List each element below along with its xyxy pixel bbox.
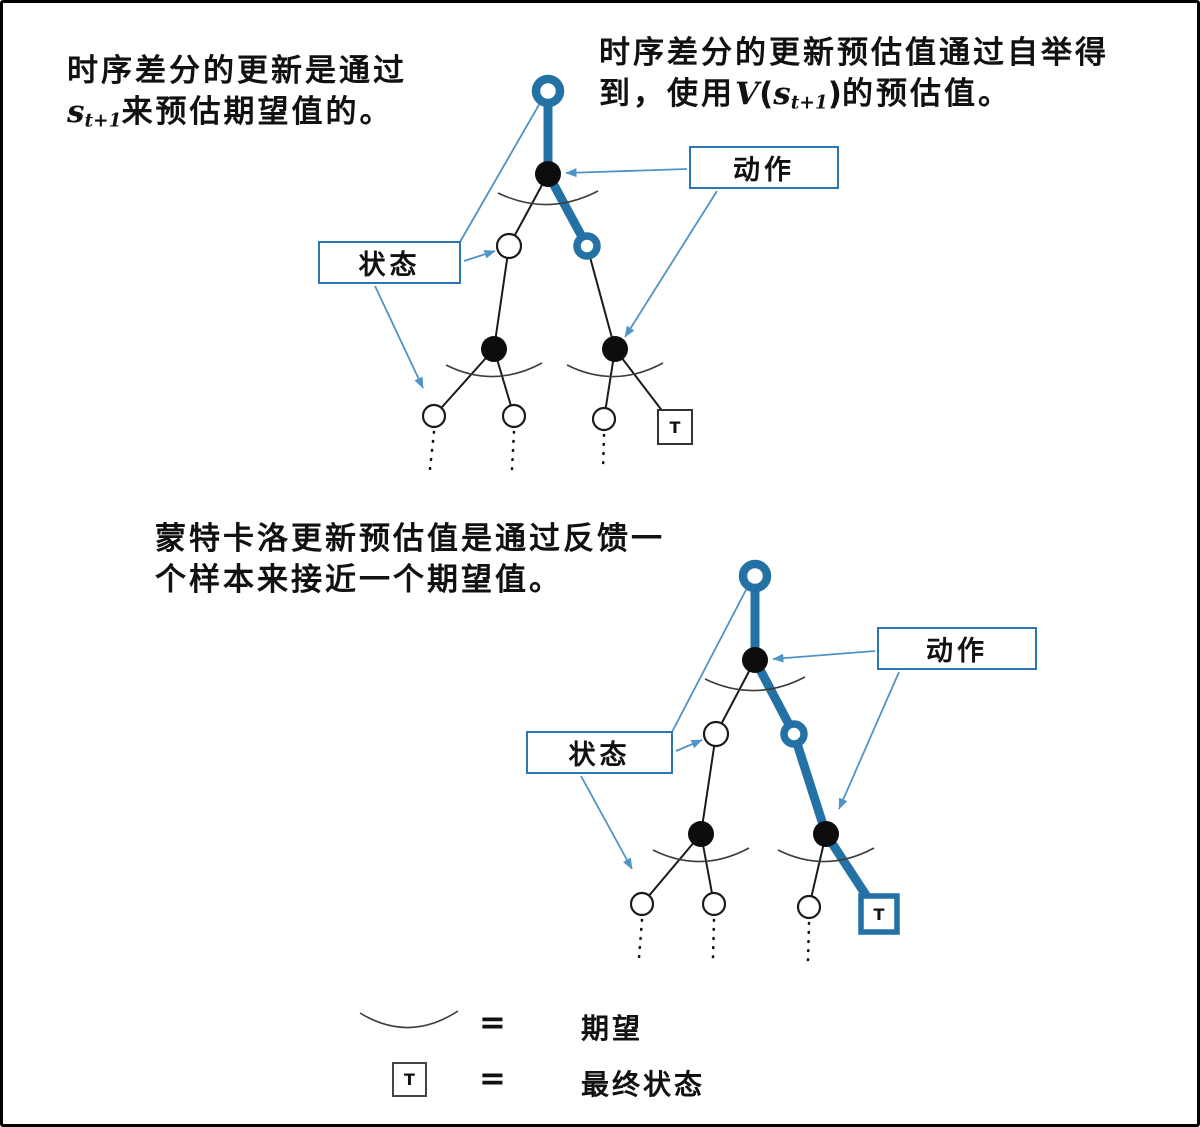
action-node <box>602 336 628 362</box>
state-node <box>591 406 617 432</box>
mc-action-callout-to-top-action <box>772 650 876 663</box>
state-node <box>701 891 727 917</box>
td-action-node <box>535 161 561 187</box>
td-sample-line1: 时序差分的更新是通过 <box>67 53 407 89</box>
td-root-state-node <box>531 74 565 108</box>
mc-sampled-action-node <box>813 821 839 847</box>
legend-expectation-label: 期望 <box>581 1012 644 1045</box>
math-lparen: ( <box>759 75 774 112</box>
td-backup-diagram: T <box>374 74 718 473</box>
math-subscript: t+1 <box>790 92 828 114</box>
expectation-arc <box>445 362 543 378</box>
mc-state-callout-to-root <box>671 587 748 733</box>
td-bootstrap-line2-pre: 到，使用 <box>599 75 735 112</box>
mc-sampled-state-node <box>780 720 808 748</box>
math-subscript: t+1 <box>84 110 122 132</box>
mc-root-state-node <box>738 559 772 593</box>
mc-highlight-path-segment <box>789 732 831 836</box>
td-state-callout-to-root <box>459 102 541 243</box>
legend-equals-sign: = <box>479 1003 506 1041</box>
tree-edge <box>433 348 495 417</box>
td-next-state-node <box>573 232 601 260</box>
td-bootstrap-line2-post: 的预估值。 <box>841 75 1012 112</box>
mc-text: 蒙特卡洛更新预估值是通过反馈一 个样本来接近一个期望值。 <box>155 519 665 601</box>
expectation-arc <box>497 190 599 206</box>
state-label: 状态 <box>568 740 631 771</box>
terminal-label: T <box>404 1070 415 1089</box>
mc-state-label-box: 状态 <box>526 731 673 774</box>
math-s-symbol: s <box>67 93 85 130</box>
mc-action-node <box>742 647 768 673</box>
state-node <box>629 891 655 917</box>
tree-edge <box>700 733 717 835</box>
math-rparen: ) <box>827 75 842 112</box>
legend-expectation-arc <box>359 1010 459 1029</box>
legend-terminal-state-label: 最终状态 <box>581 1068 706 1101</box>
expectation-arc <box>704 676 806 692</box>
terminal-label: T <box>874 905 885 924</box>
td-state-callout-to-leaf <box>374 285 424 389</box>
mc-line2: 个样本来接近一个期望值。 <box>155 561 563 598</box>
expectation-arc <box>777 847 875 863</box>
continuation-dots <box>806 921 811 962</box>
action-node <box>481 336 507 362</box>
math-v-symbol: V <box>735 75 760 112</box>
continuation-dots <box>637 918 644 960</box>
tree-edge <box>493 245 510 350</box>
td-bootstrap-line1: 时序差分的更新预估值通过自举得 <box>599 35 1109 71</box>
state-node <box>501 403 527 429</box>
continuation-dots <box>601 433 606 473</box>
mc-line1: 蒙特卡洛更新预估值是通过反馈一 <box>155 521 665 557</box>
legend-terminal-box: T <box>392 1062 427 1097</box>
td-sample-line2: 来预估期望值的。 <box>121 93 394 130</box>
continuation-dots <box>428 430 436 471</box>
tree-edge <box>715 659 756 735</box>
mc-terminal-state-box <box>858 893 900 935</box>
td-action-callout-to-lower-action <box>624 190 718 338</box>
terminal-state-box <box>657 409 693 445</box>
mc-state-callout-to-leaf <box>580 775 633 870</box>
state-node <box>702 720 730 748</box>
action-label: 动作 <box>733 155 795 186</box>
state-node <box>796 894 822 920</box>
legend-equals-sign: = <box>479 1059 506 1097</box>
mc-action-callout-to-lower-action <box>838 671 900 810</box>
continuation-dots <box>510 430 516 471</box>
mc-action-label-box: 动作 <box>877 627 1037 670</box>
td-bootstrap-text: 时序差分的更新预估值通过自举得 到，使用V(st+1)的预估值。 <box>599 33 1109 116</box>
mc-highlight-path-segment <box>751 657 798 737</box>
terminal-label: T <box>670 418 681 437</box>
math-s-symbol: s <box>773 75 791 112</box>
state-node <box>495 232 523 260</box>
state-label: 状态 <box>358 250 421 281</box>
tree-edge <box>586 245 616 350</box>
td-state-label-box: 状态 <box>318 241 461 284</box>
td-action-callout-to-top-action <box>565 168 688 178</box>
tree-edge <box>641 833 702 905</box>
expectation-arc <box>652 847 750 863</box>
continuation-dots <box>711 918 716 960</box>
td-state-callout-to-state <box>463 249 496 262</box>
tree-edge <box>508 173 549 247</box>
mc-state-callout-to-state <box>675 739 703 752</box>
expectation-arc <box>566 362 664 378</box>
action-node <box>688 821 714 847</box>
action-label: 动作 <box>926 636 988 667</box>
backup-diagrams-layer: T <box>359 74 900 1029</box>
state-node <box>421 403 447 429</box>
mc-backup-diagram: T <box>580 559 900 962</box>
td-action-label-box: 动作 <box>689 146 839 189</box>
td-sample-text: 时序差分的更新是通过 st+1来预估期望值的。 <box>67 51 407 134</box>
